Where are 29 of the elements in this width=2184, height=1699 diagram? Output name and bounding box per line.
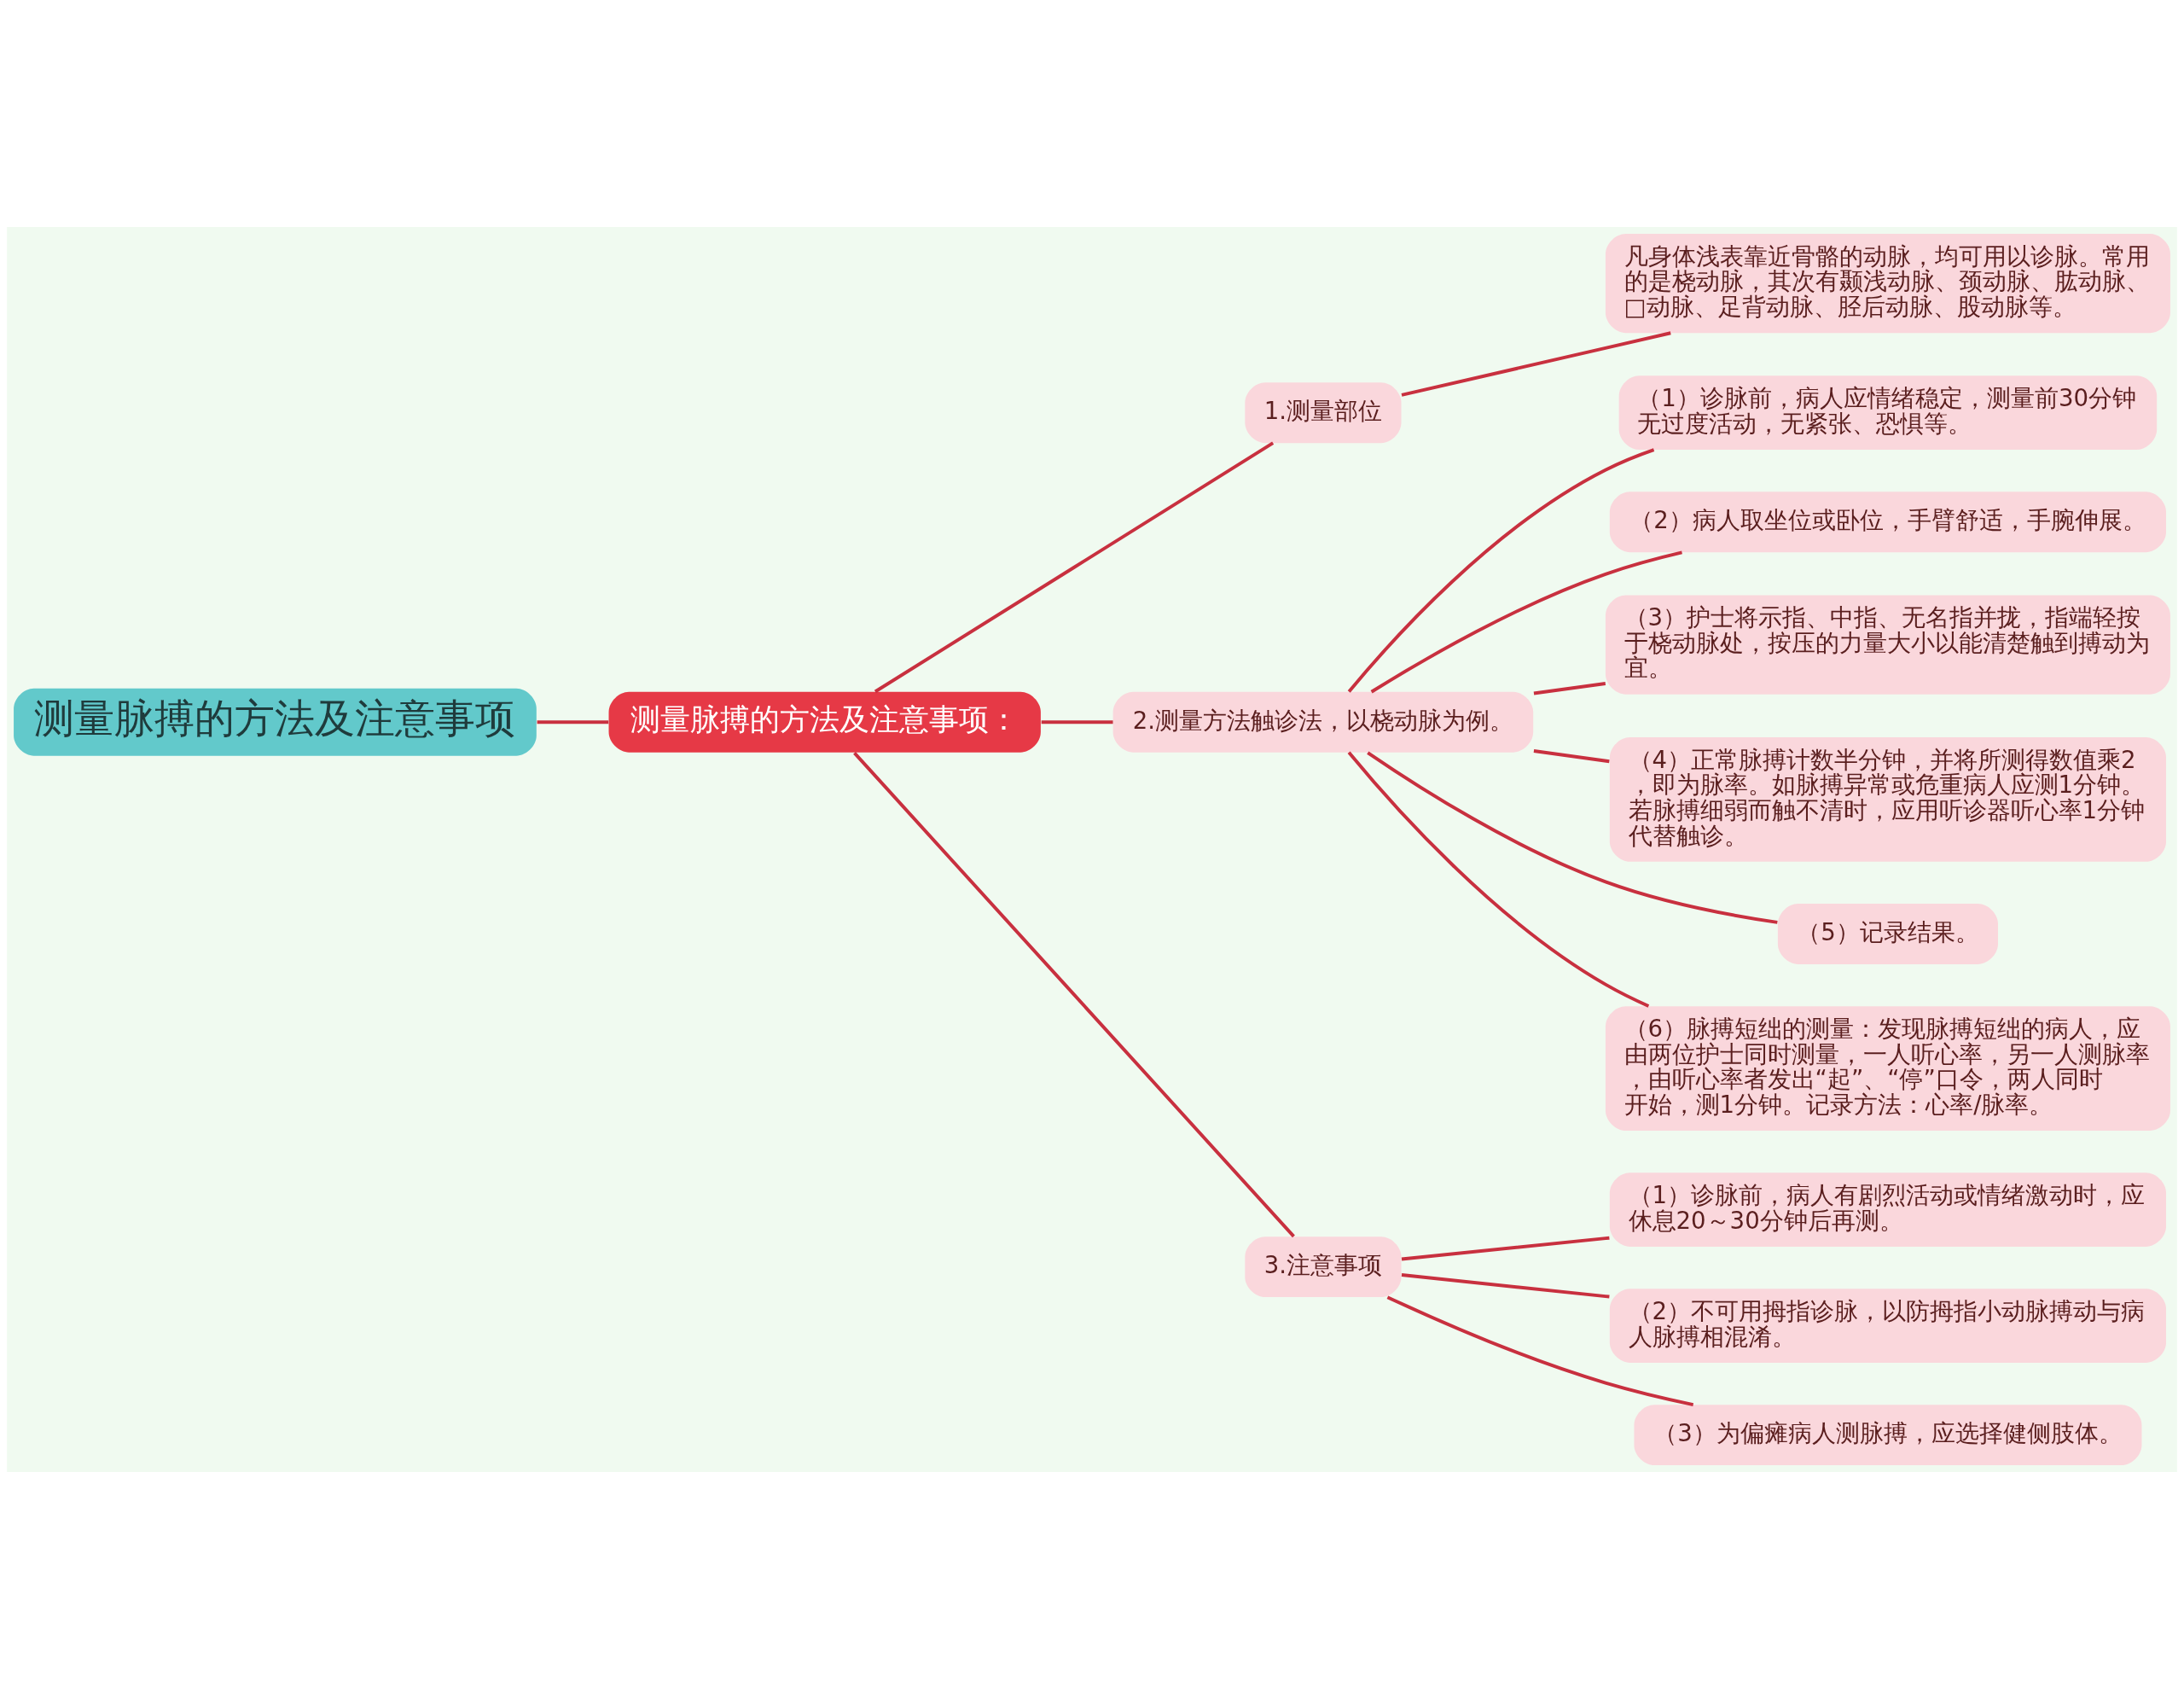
node-box: 测量脉搏的方法及注意事项 — [14, 688, 537, 756]
node-box: （4）正常脉搏计数半分钟，并将所测得数值乘2，即为脉率。如脉搏异常或危重病人应测1分钟。若脉搏细弱而触不清时，应用听诊器听心率1分钟代替触诊。 — [1609, 737, 2166, 862]
connector — [1401, 331, 1671, 397]
connector — [1347, 751, 1650, 1008]
connector — [537, 720, 609, 724]
connector — [1401, 1236, 1610, 1261]
connector — [1041, 720, 1113, 724]
connector — [1533, 749, 1610, 764]
connector — [1367, 751, 1778, 924]
node-box: （5）记录结果。 — [1777, 904, 1998, 964]
connector — [853, 752, 1295, 1238]
connector — [1401, 1273, 1610, 1299]
node-box: 2.测量方法触诊法，以桡动脉为例。 — [1112, 691, 1534, 753]
node-box: （1）诊脉前，病人有剧烈活动或情绪激动时，应休息20～30分钟后再测。 — [1609, 1172, 2166, 1247]
connector — [1347, 448, 1655, 693]
connector — [1370, 550, 1682, 694]
connector — [1386, 1295, 1694, 1406]
node-box: （2）不可用拇指诊脉，以防拇指小动脉搏动与病人脉搏相混淆。 — [1609, 1289, 2166, 1363]
node-box: （1）诊脉前，病人应情绪稳定，测量前30分钟无过度活动，无紧张、恐惧等。 — [1618, 375, 2158, 451]
node-box: （3）护士将示指、中指、无名指并拢，指端轻按于桡动脉处，按压的力量大小以能清楚触到搏动为宜。 — [1605, 595, 2170, 695]
connector — [1533, 682, 1606, 695]
node-box: 3.注意事项 — [1245, 1236, 1402, 1298]
node-box: （6）脉搏短绌的测量：发现脉搏短绌的病人，应由两位护士同时测量，一人听心率，另一人测脉率，由听心率者发出“起”、“停”口令，两人同时开始，测1分钟。记录方法：心率/脉率。 — [1605, 1006, 2170, 1132]
node-box: （3）为偏瘫病人测脉搏，应选择健侧肢体。 — [1634, 1405, 2142, 1466]
node-box: （2）病人取坐位或卧位，手臂舒适，手腕伸展。 — [1609, 492, 2166, 553]
node-box: 凡身体浅表靠近骨骼的动脉，均可用以诊脉。常用的是桡动脉，其次有颞浅动脉、颈动脉、肱动脉、□动脉、足背动脉、胫后动脉、股动脉等。 — [1605, 233, 2170, 334]
node-box: 1.测量部位 — [1245, 382, 1402, 444]
connector — [874, 441, 1275, 694]
node-box: 测量脉搏的方法及注意事项： — [608, 691, 1041, 753]
